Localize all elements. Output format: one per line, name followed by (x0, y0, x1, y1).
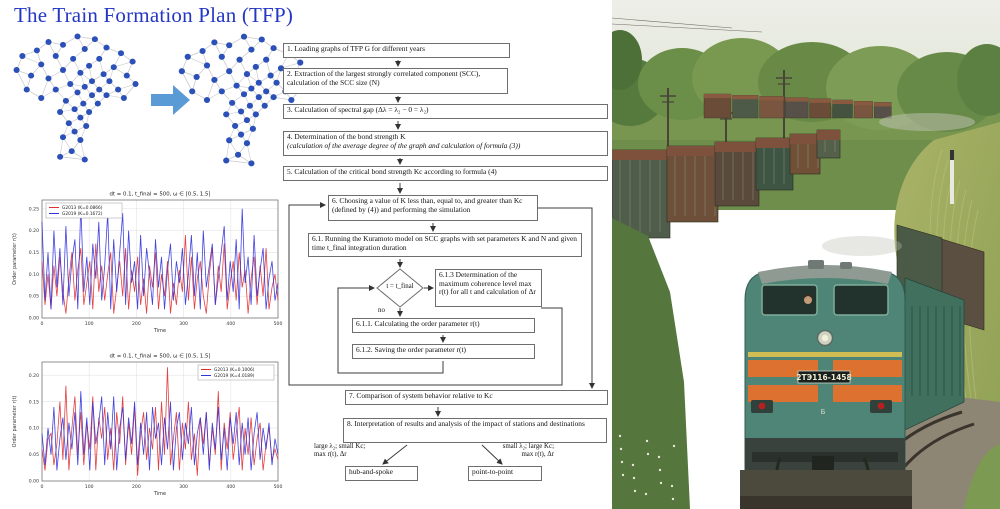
svg-text:G2013 (K=0.0866): G2013 (K=0.0866) (62, 205, 103, 211)
network-graph-before (5, 28, 150, 168)
flow-box-b613: 6.1.3 Determination of the maximum coher… (435, 269, 542, 307)
flow-box-b4: 4. Determination of the bond strength K(… (283, 131, 608, 156)
svg-text:400: 400 (226, 321, 235, 327)
flow-box-b2: 2. Extraction of the largest strongly co… (283, 68, 508, 94)
svg-text:300: 300 (179, 321, 188, 327)
chart-title: dt = 0.1, t_final = 500, ω ∈ [0.5, 1.5] (110, 192, 211, 198)
chart-title: dt = 0.1, t_final = 500, ω ∈ [0.5, 1.5] (110, 354, 211, 360)
flow-box-b7: 7. Comparison of system behavior relativ… (345, 390, 608, 405)
flow-box-b4-line2: (calculation of the average degree of th… (287, 140, 521, 150)
svg-text:G2019 (K=0.1672): G2019 (K=0.1672) (62, 211, 103, 217)
order-parameter-chart-1: 0.00 0.05 0.10 0.15 0.20 0.25 0 100 200 300 400 500… (8, 187, 287, 345)
svg-text:0.15: 0.15 (29, 399, 39, 405)
svg-text:100: 100 (85, 484, 94, 490)
svg-text:500: 500 (274, 484, 283, 490)
flow-box-b5: 5. Calculation of the critical bond stre… (283, 166, 608, 181)
chart-ylabel: Order parameter r(t) (12, 233, 18, 285)
svg-text:400: 400 (226, 484, 235, 490)
branch-left-line2: max r(t), Δr (314, 450, 347, 458)
svg-text:0.10: 0.10 (29, 426, 39, 432)
svg-text:G2013 (K=0.1006): G2013 (K=0.1006) (214, 367, 255, 373)
series-G2019 (K=0.1672) (41, 204, 279, 310)
flow-box-b1: 1. Loading graphs of TFP G for different… (283, 43, 510, 58)
loco-number-plate: 2ТЭ116-1458 (796, 373, 851, 382)
network-graph-after (170, 28, 318, 172)
transform-arrow-icon (151, 84, 191, 116)
flow-box-b61: 6.1. Running the Kuramoto model on SCC g… (308, 233, 582, 257)
svg-text:500: 500 (274, 321, 283, 327)
svg-text:0.00: 0.00 (29, 316, 39, 322)
flow-no-label: no (378, 307, 385, 314)
flow-box-b3: 3. Calculation of spectral gap (Δλ = λ₂ … (283, 104, 608, 119)
branch-right-line1: small λ₂; large Kc; (502, 443, 554, 450)
flow-box-b611: 6.1.1. Calculating the order parameter r… (352, 318, 535, 333)
svg-text:Б: Б (821, 408, 826, 416)
flow-decision-label: t = t_final (386, 283, 414, 290)
svg-text:100: 100 (85, 321, 94, 327)
flow-branch-left-label: large λ₂; small Kc;max r(t), Δr (314, 443, 380, 459)
branch-left-line1: large λ₂; small Kc; (314, 443, 366, 450)
svg-text:0: 0 (41, 321, 44, 327)
svg-text:0.05: 0.05 (29, 452, 39, 458)
flow-branch-right-label: small λ₂; large Kc;max r(t), Δr (488, 443, 554, 459)
chart2-svg: 0.00 0.05 0.10 0.15 0.20 0 100 200 300 400 500 dt =… (12, 354, 283, 498)
network-after-svg (178, 33, 307, 167)
page-title: The Train Formation Plan (TFP) (14, 3, 294, 27)
svg-text:0.20: 0.20 (29, 228, 39, 234)
chart1-svg: 0.00 0.05 0.10 0.15 0.20 0.25 0 100 200 300 400 500… (12, 192, 283, 335)
flow-box-hub: hub-and-spoke (345, 466, 418, 481)
chart-legend (197, 364, 275, 381)
chart-xlabel: Time (153, 328, 166, 334)
branch-right-line2: max r(t), Δr (521, 450, 554, 458)
flow-box-b4-line1: 4. Determination of the bond strength K (287, 132, 406, 141)
svg-text:300: 300 (179, 484, 188, 490)
flow-box-b6: 6. Choosing a value of K less than, equa… (328, 195, 538, 221)
svg-text:0: 0 (41, 484, 44, 490)
svg-text:200: 200 (132, 321, 141, 327)
flow-box-p2p: point-to-point (468, 466, 542, 481)
svg-text:200: 200 (132, 484, 141, 490)
network-before-svg (13, 33, 139, 163)
order-parameter-chart-2: 0.00 0.05 0.10 0.15 0.20 0 100 200 300 400 500 dt =… (8, 349, 287, 508)
svg-text:0.25: 0.25 (29, 206, 39, 212)
svg-text:0.20: 0.20 (29, 373, 39, 379)
chart-ylabel: Order parameter r(t) (12, 396, 18, 448)
chart-legend (45, 202, 123, 219)
svg-text:G2019 (K=4.0189): G2019 (K=4.0189) (214, 373, 255, 379)
flow-box-b612: 6.1.2. Saving the order parameter r(t) (352, 344, 535, 359)
svg-text:0.10: 0.10 (29, 272, 39, 278)
flow-box-b8: 8. Interpretation of results and analysi… (343, 418, 607, 443)
series-G2013 (K=0.0866) (41, 234, 279, 314)
series-G2019 (K=4.0189) (41, 391, 279, 471)
svg-text:0.05: 0.05 (29, 294, 39, 300)
chart-xlabel: Time (153, 491, 166, 497)
svg-text:0.15: 0.15 (29, 250, 39, 256)
series-G2013 (K=0.1006) (41, 367, 279, 476)
svg-text:0.00: 0.00 (29, 479, 39, 485)
